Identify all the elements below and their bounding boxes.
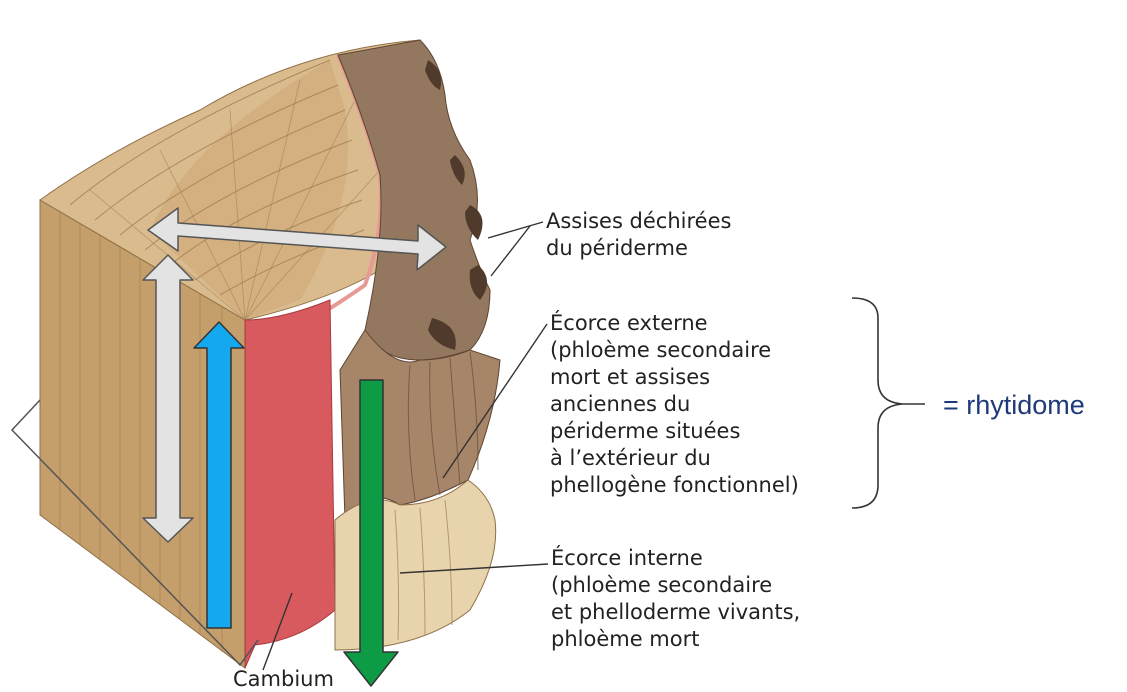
label-outer-bark-line-2: (phloème secondaire xyxy=(550,338,771,362)
label-inner-bark: Écorce interne (phloème secondaire et ph… xyxy=(551,545,807,651)
label-periderm-torn-line-1: Assises déchirées xyxy=(546,209,731,233)
label-inner-bark-line-2: (phloème secondaire xyxy=(551,573,772,597)
label-periderm-torn-line-2: du périderme xyxy=(546,236,688,260)
rhytidome-curly-brace xyxy=(852,298,902,508)
label-outer-bark-line-5: périderme situées xyxy=(550,419,740,443)
label-outer-bark-line-3: mort et assises xyxy=(550,365,710,389)
leader-periderm-2 xyxy=(491,226,530,276)
label-rhytidome: = rhytidome xyxy=(943,390,1085,420)
label-outer-bark-line-6: à l’extérieur du xyxy=(550,446,711,470)
label-inner-bark-line-1: Écorce interne xyxy=(551,545,703,570)
label-periderm-torn: Assises déchirées du périderme xyxy=(546,209,738,260)
label-outer-bark-line-4: anciennes du xyxy=(550,392,690,416)
label-inner-bark-line-4: phloème mort xyxy=(551,627,699,651)
label-outer-bark: Écorce externe (phloème secondaire mort … xyxy=(550,310,799,497)
label-cambium: Cambium xyxy=(233,667,334,691)
label-outer-bark-line-7: phellogène fonctionnel) xyxy=(550,473,799,497)
cambium-layer xyxy=(245,300,335,668)
label-inner-bark-line-3: et phelloderme vivants, xyxy=(551,600,800,624)
inner-bark xyxy=(335,480,496,650)
leader-periderm-1 xyxy=(488,222,543,238)
label-outer-bark-line-1: Écorce externe xyxy=(550,310,708,335)
